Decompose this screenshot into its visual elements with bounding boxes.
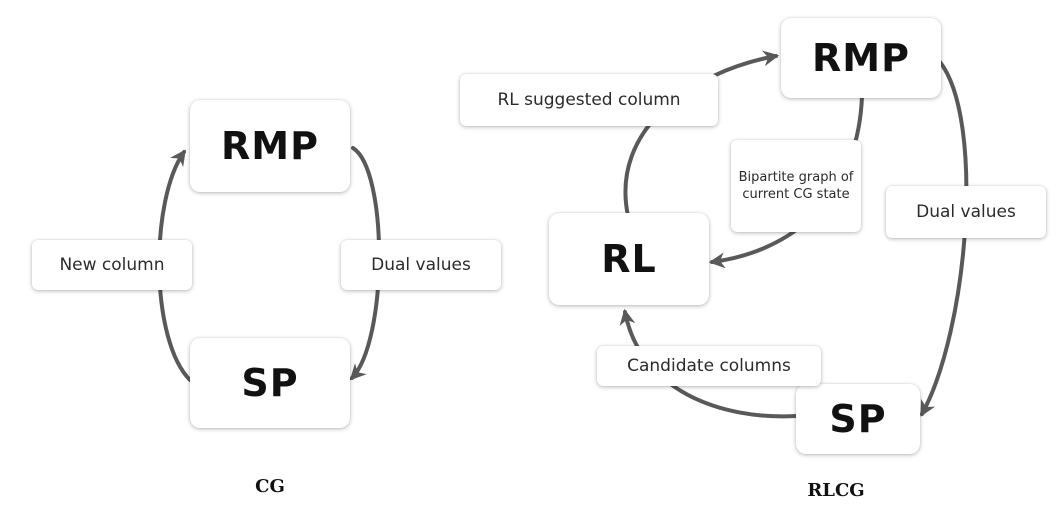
cg-rmp-node: RMP [190,100,350,192]
rlcg-arrow-sp-to-rl [619,308,798,419]
rlcg-rl-node: RL [549,213,709,305]
rlcg-arrow-rmp-to-sp [920,60,969,417]
cg-new-column-label: New column [32,240,192,290]
rlcg-bipartite-graph-label: Bipartite graph of current CG state [731,140,861,232]
rlcg-candidate-columns-label: Candidate columns [597,346,821,386]
cg-caption: CG [255,476,285,497]
cg-sp-node: SP [190,338,350,428]
rlcg-rl-suggested-column-label: RL suggested column [460,74,718,126]
rlcg-dual-values-label: Dual values [886,186,1046,238]
rlcg-caption: RLCG [807,480,865,501]
rlcg-sp-node: SP [796,384,920,454]
cg-dual-values-label: Dual values [341,240,501,290]
rlcg-rmp-node: RMP [781,18,941,98]
